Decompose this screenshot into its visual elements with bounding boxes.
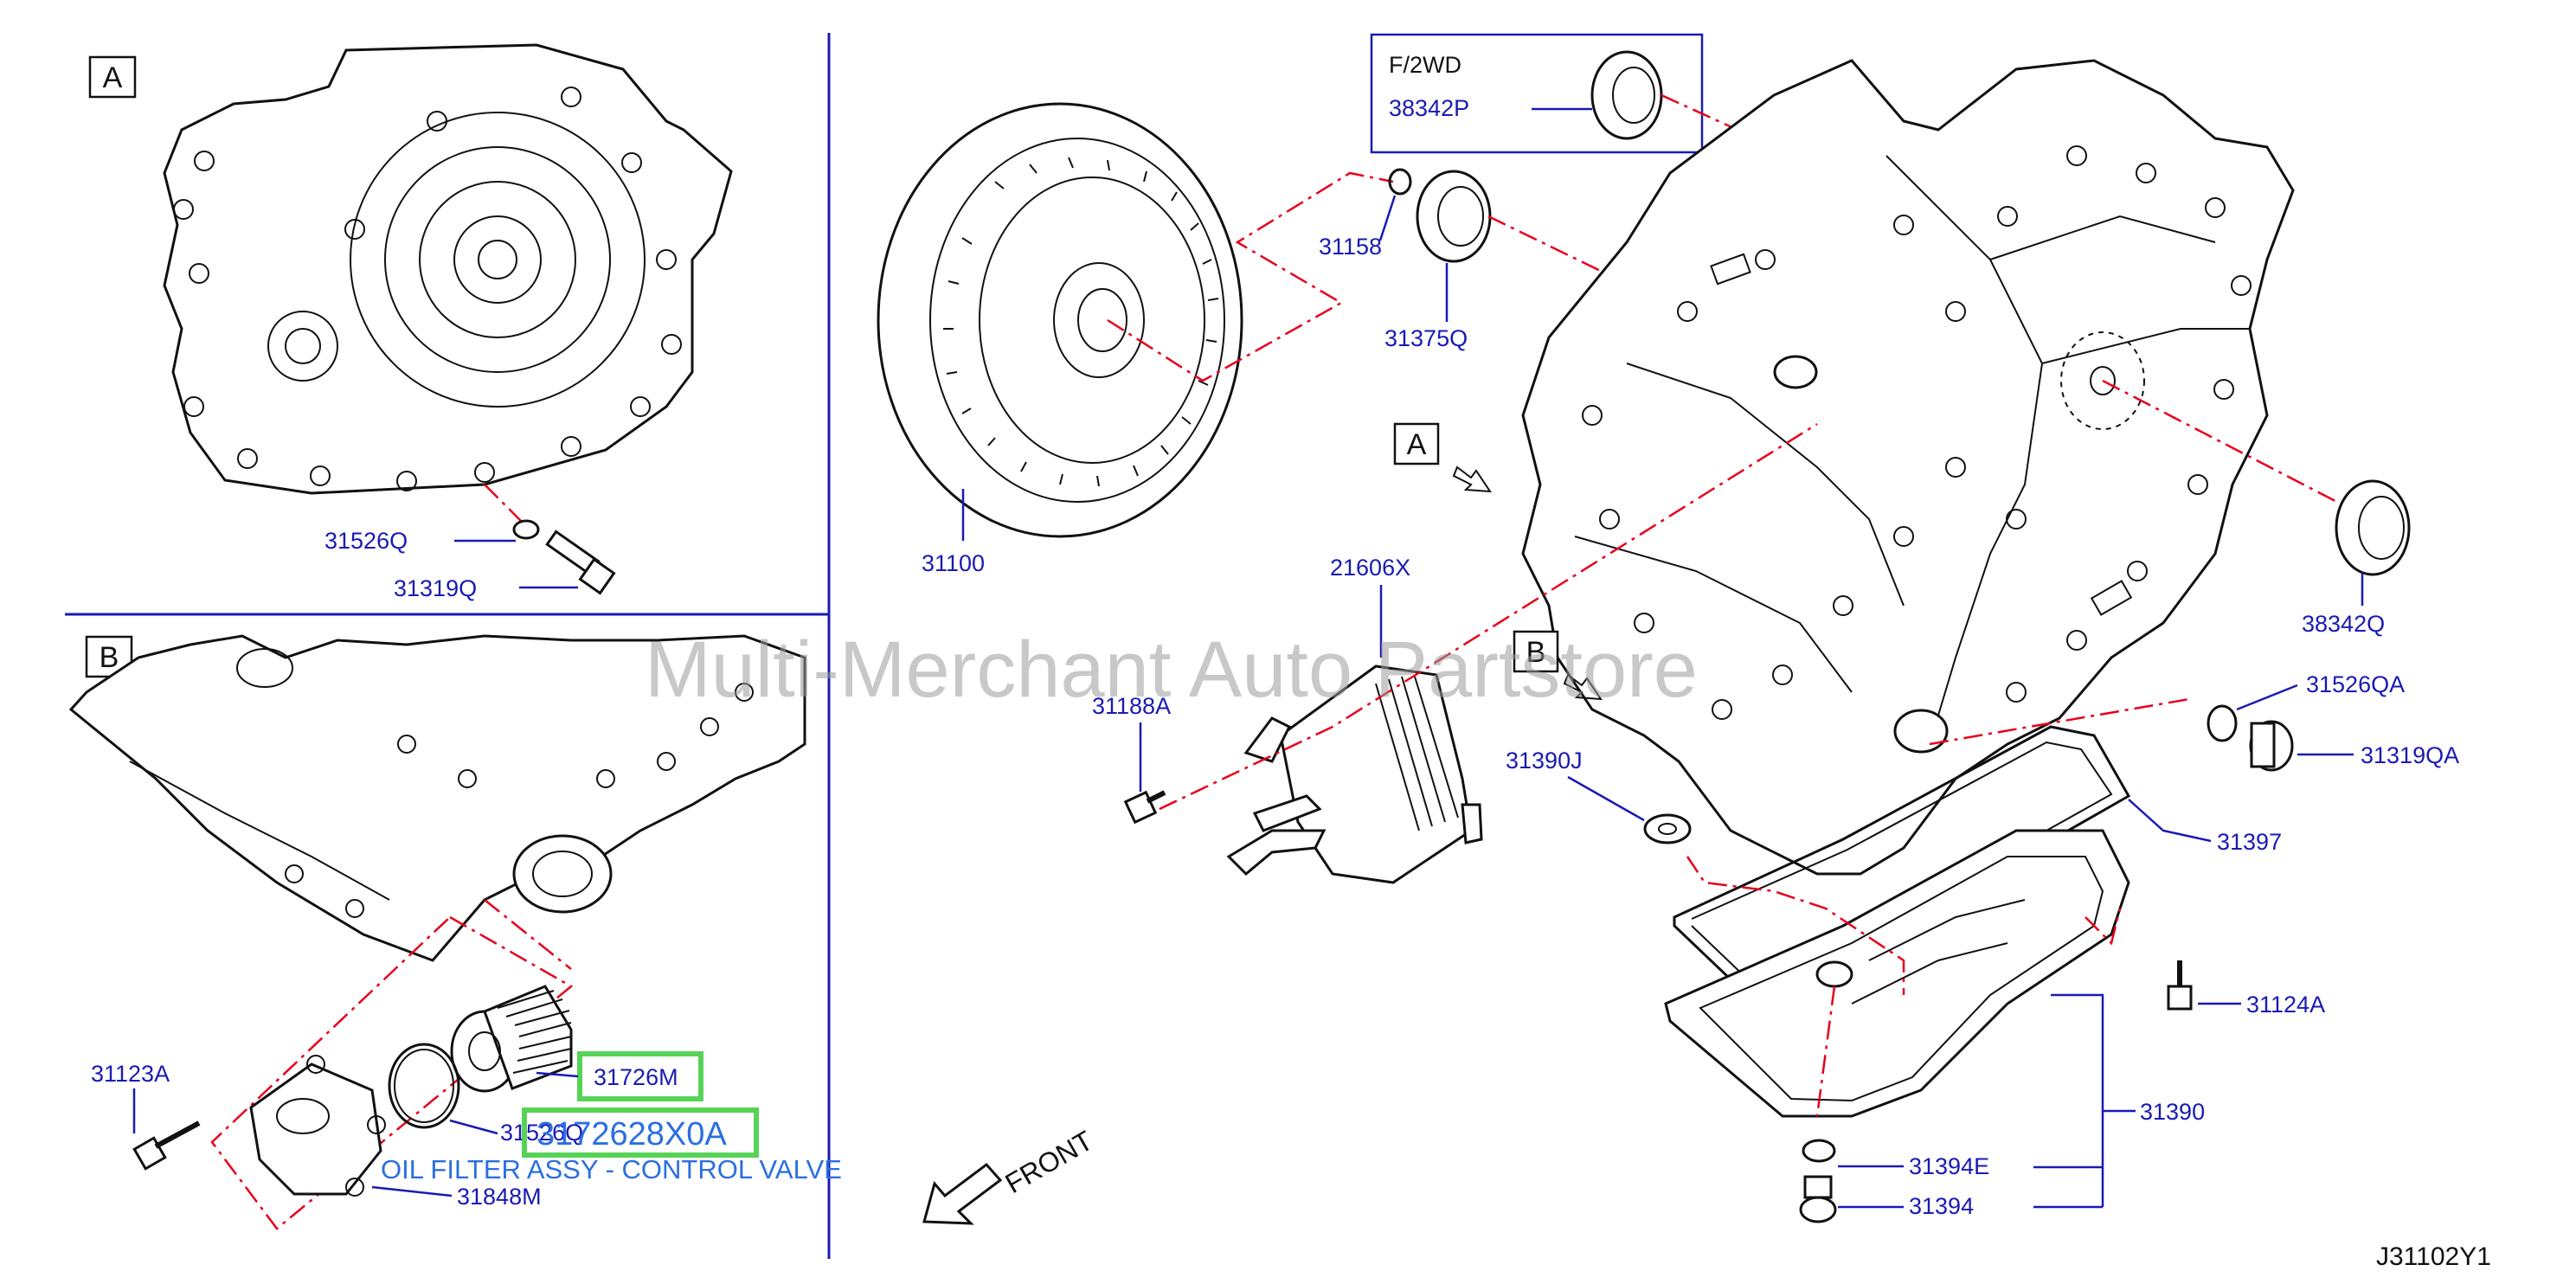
variant-box-title: F/2WD [1389, 52, 1461, 78]
leader-31726m [536, 1071, 579, 1078]
diagram-code: J31102Y1 [2376, 1242, 2491, 1271]
view-a-box [1393, 422, 1440, 465]
seal-38342q [2335, 479, 2411, 576]
converter-housing-hub [478, 240, 517, 279]
plug-31319q [545, 530, 616, 595]
panel-a: A 31526Q 3131 [88, 43, 733, 601]
converter-housing-port [267, 311, 338, 382]
converter-housing-ring-1 [350, 112, 646, 408]
front-arrow-icon [922, 1162, 1003, 1225]
o-ring-31158 [1388, 168, 1412, 196]
label-31526q-b: 31526Q [500, 1120, 583, 1146]
variant-box-part: 38342P [1389, 95, 1469, 121]
leader-31397 [2128, 799, 2212, 843]
label-31726m: 31726M [594, 1064, 678, 1090]
converter-housing-ring-3 [419, 181, 576, 338]
case-bolt-bosses [285, 683, 754, 918]
case-boss [236, 648, 293, 688]
dash-torque-converter [1107, 171, 1394, 382]
oil-cooler-21606x [1226, 664, 1483, 884]
label-31319q: 31319Q [394, 575, 477, 601]
panel-b: B [68, 634, 1098, 1230]
dash-31526qa [1929, 697, 2190, 746]
case-rib [129, 761, 390, 901]
oil-filter-31726m [450, 985, 573, 1093]
leader-31526q-b [449, 1119, 498, 1135]
view-a-letter: A [1407, 428, 1427, 461]
o-ring-31526q [388, 1043, 460, 1129]
o-ring-31526q-inner [394, 1049, 454, 1123]
label-31124a: 31124A [2246, 992, 2325, 1018]
seal-38342p [1590, 50, 1663, 140]
label-31394: 31394 [1909, 1193, 1974, 1219]
label-31390j: 31390J [1506, 748, 1583, 774]
leader-31390-branches [2033, 1165, 2103, 1209]
leader-31526qa [2236, 684, 2298, 711]
frame-b-letter: B [100, 641, 119, 674]
transmission-case-main [1521, 59, 2295, 876]
drain-plug-31394 [1799, 1175, 1837, 1223]
converter-housing-port-inner [285, 328, 321, 364]
case-bolts [1582, 145, 2252, 720]
filter-seat-inner [532, 851, 593, 897]
dash-38342q [2102, 379, 2354, 512]
view-b-letter: B [1526, 636, 1546, 669]
label-31319qa: 31319QA [2361, 742, 2459, 768]
leader-31390j [1567, 775, 1645, 822]
view-a-arrow-icon [1452, 465, 1492, 493]
dash-oil-pan [1686, 856, 2122, 1117]
label-38342q: 38342Q [2302, 611, 2385, 637]
leader-31158 [1378, 195, 1397, 241]
dash-oil-cooler [1159, 422, 1818, 811]
label-31100: 31100 [922, 550, 985, 576]
oil-pan-31390 [1664, 829, 2130, 1118]
bolt-31188a [1123, 790, 1166, 825]
highlight-part-number[interactable]: 3172628X0A [536, 1116, 727, 1152]
leader-31848m [371, 1185, 453, 1197]
bolt-31124a [2167, 960, 2193, 1011]
frame-a-box [88, 55, 137, 99]
label-31123a: 31123A [91, 1061, 170, 1087]
washer-31390j [1643, 813, 1692, 844]
label-21606x: 21606X [1330, 555, 1410, 581]
filter-seat [512, 834, 613, 914]
label-31188a: 31188A [1092, 693, 1171, 719]
torque-converter-31100 [877, 102, 1243, 538]
label-31375q: 31375Q [1384, 325, 1468, 351]
leader-31390 [2051, 993, 2136, 1207]
watermark: Multi-Merchant Auto Partstore [645, 626, 1698, 714]
filter-dash-path [210, 899, 574, 1230]
front-label: FRONT [1000, 1125, 1098, 1199]
view-b-box [1513, 630, 1559, 673]
transmission-case-section [68, 634, 806, 962]
view-b-arrow-icon [1563, 673, 1603, 701]
converter-housing [163, 43, 733, 495]
label-31526q: 31526Q [324, 528, 408, 554]
converter-housing-ring-4 [453, 215, 542, 304]
converter-housing-ring-2 [384, 146, 611, 373]
highlight-caption: OIL FILTER ASSY - CONTROL VALVE [381, 1154, 842, 1184]
plug-31319qa [2249, 720, 2294, 772]
bolt-31123a [132, 1120, 201, 1171]
label-31526qa: 31526QA [2306, 671, 2405, 697]
main-panel: F/2WD 38342P 31100 31158 31375Q [877, 33, 2459, 1223]
label-31390: 31390 [2140, 1099, 2205, 1125]
label-31394e: 31394E [1909, 1153, 1989, 1179]
housing-bolt-holes [173, 87, 682, 491]
seal-31526q [512, 519, 540, 540]
filter-cover-31848m [249, 1055, 386, 1197]
seal-31526qa [2207, 704, 2238, 742]
washer-31394e [1802, 1139, 1836, 1163]
highlight-31726m-box [577, 1051, 703, 1101]
label-31158: 31158 [1319, 234, 1382, 260]
frame-a-letter: A [103, 61, 123, 94]
highlight-part-number-box[interactable] [522, 1107, 759, 1158]
label-31848m: 31848M [457, 1184, 542, 1210]
seal-31375q [1416, 170, 1492, 263]
washer-31390j-inner [1658, 823, 1677, 835]
label-31397: 31397 [2217, 829, 2282, 855]
